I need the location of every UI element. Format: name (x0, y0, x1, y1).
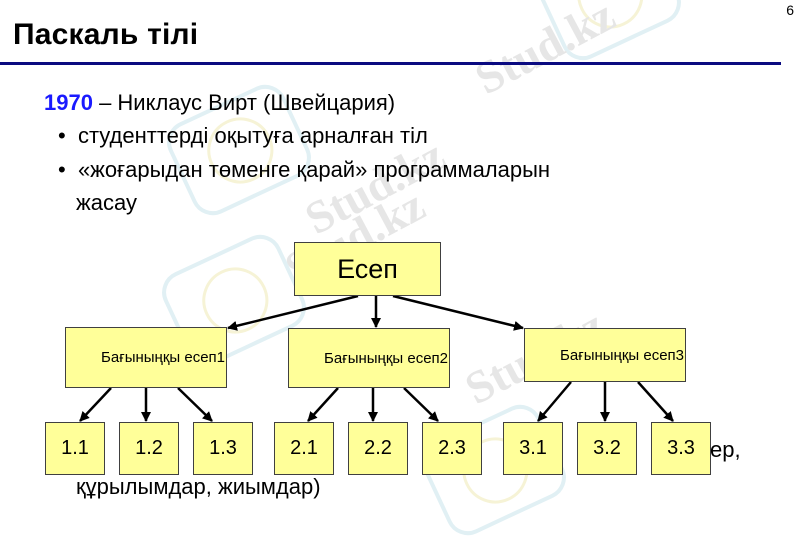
leaf-box-2-1: 2.1 (274, 422, 334, 475)
root-task-box: Есеп (294, 242, 441, 296)
slide-title: Паскаль тілі (13, 18, 199, 51)
bullet-item-1: • студенттерді оқытуға арналған тіл (58, 123, 428, 149)
leaf-box-2-3: 2.3 (422, 422, 482, 475)
occluded-line-end: ер, (710, 437, 741, 462)
leaf-box-1-3: 1.3 (193, 422, 253, 475)
subtask-box-3: Бағыныңқы есеп3 (524, 328, 686, 382)
title-divider (0, 62, 781, 65)
bullet-icon: • (58, 123, 66, 148)
bullet-item-2: • «жоғарыдан төменге қарай» программалар… (58, 157, 550, 183)
bullet-text: студенттерді оқытуға арналған тіл (77, 123, 428, 148)
heading-text: – Никлаус Вирт (Швейцария) (92, 90, 396, 115)
heading-line: 1970 – Никлаус Вирт (Швейцария) (44, 90, 395, 116)
bullet-icon: • (58, 157, 66, 182)
bullet-item-2-cont: жасау (76, 190, 137, 215)
subtask-box-2: Бағыныңқы есеп2 (288, 328, 450, 388)
diagram-arrows (79, 294, 674, 422)
leaf-box-2-2: 2.2 (348, 422, 408, 475)
leaf-box-1-2: 1.2 (119, 422, 179, 475)
leaf-box-1-1: 1.1 (45, 422, 105, 475)
leaf-box-3-2: 3.2 (577, 422, 637, 475)
heading-year: 1970 (44, 90, 93, 115)
bullet-text: «жоғарыдан төменге қарай» программаларын (77, 157, 551, 182)
slide-number: 6 (786, 2, 794, 18)
leaf-box-3-1: 3.1 (503, 422, 563, 475)
leaf-box-3-3: 3.3 (651, 422, 711, 475)
last-line: құрылымдар, жиымдар) (76, 474, 321, 499)
subtask-box-1: Бағыныңқы есеп1 (65, 327, 227, 388)
